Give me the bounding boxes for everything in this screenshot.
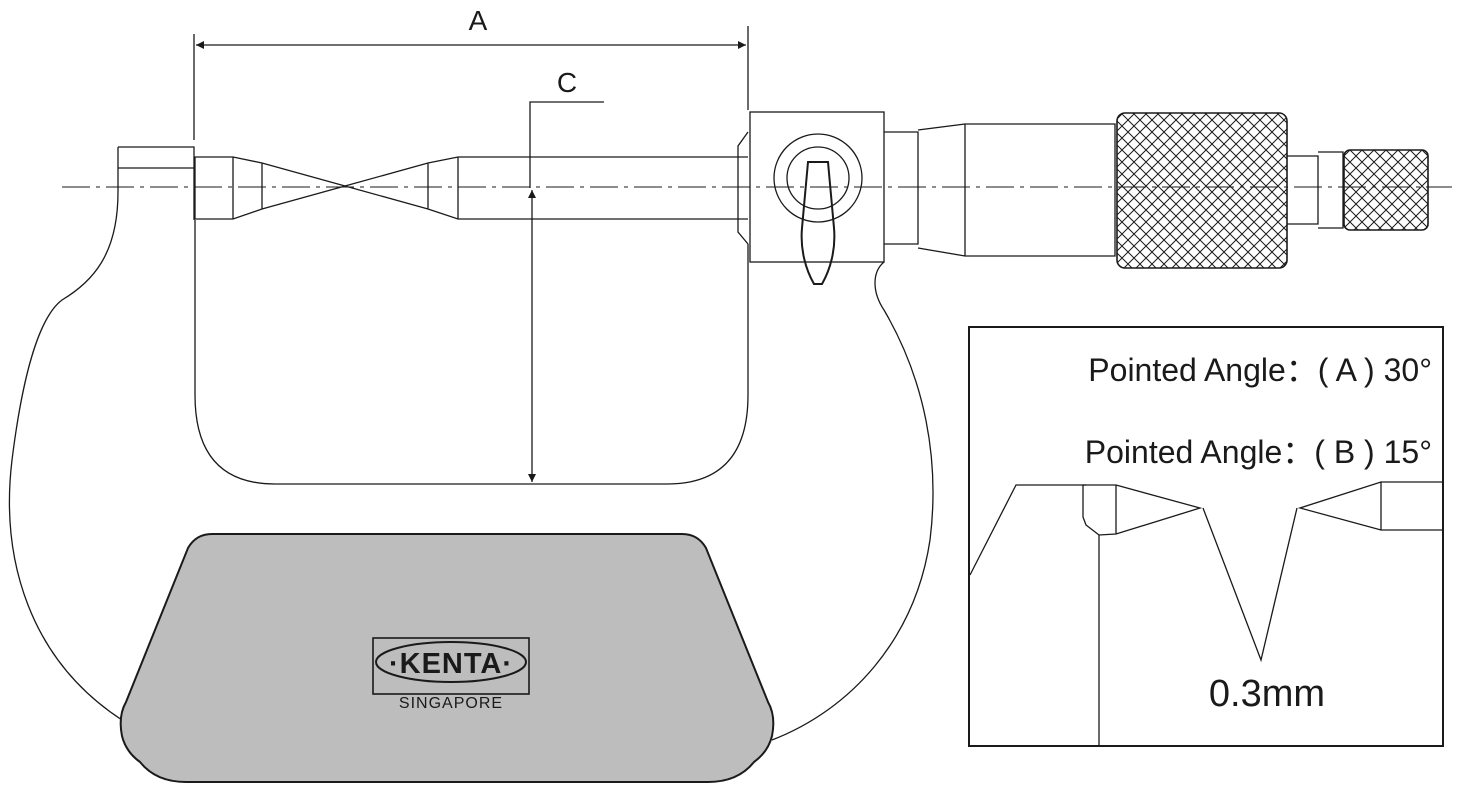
anvil (118, 146, 195, 220)
angle-b-label: Pointed Angle：( B ) 15° (1085, 434, 1432, 470)
frame-outline (8, 147, 123, 721)
logo-frame (372, 637, 530, 695)
dim-c-leader (529, 101, 604, 188)
lock-lever[interactable] (800, 161, 836, 285)
insulation-plate (119, 533, 775, 783)
angle-a-label: Pointed Angle：( A ) 30° (1088, 352, 1432, 388)
anvil-point (194, 156, 348, 220)
detail-box (968, 326, 1444, 747)
frame-right-outline (771, 261, 934, 741)
spindle-point (342, 156, 748, 220)
lock-ring-inner (786, 146, 850, 210)
logo-oval (375, 641, 527, 683)
ratchet-neck (1287, 151, 1344, 229)
thimble-knurl[interactable] (1116, 112, 1288, 269)
detail-left-point (1082, 484, 1203, 536)
dim-c-label: C (557, 67, 577, 98)
frame-inner-opening (194, 220, 749, 485)
detail-right-point (1297, 481, 1443, 531)
logo-location: SINGAPORE (399, 695, 503, 712)
spindle-collar (737, 131, 749, 245)
detail-frame-line (969, 484, 1100, 746)
tip-dimension-label: 0.3mm (1209, 673, 1325, 715)
dim-a-label: A (469, 5, 488, 36)
ratchet-knurl[interactable] (1343, 149, 1429, 231)
lock-ring-outer (773, 133, 863, 223)
sleeve (884, 123, 1116, 257)
detail-v-groove (1202, 507, 1298, 663)
logo-text: ·KENTA· (389, 648, 513, 680)
